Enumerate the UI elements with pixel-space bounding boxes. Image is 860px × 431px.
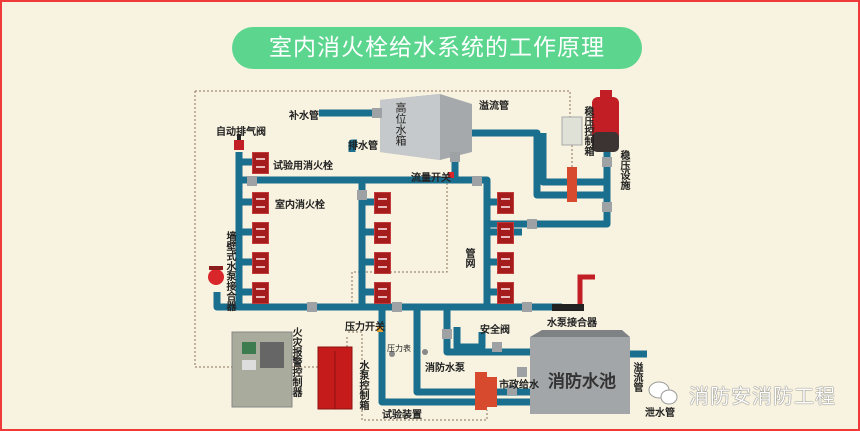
pump-adapter <box>552 274 595 311</box>
diagram-title: 室内消火栓给水系统的工作原理 <box>232 27 642 69</box>
label-test-hydrant: 试验用消火栓 <box>273 161 333 172</box>
fire-hydrant <box>497 222 514 244</box>
fire-hydrant <box>252 252 269 274</box>
fire-hydrant <box>252 222 269 244</box>
fire-hydrant <box>497 282 514 304</box>
label-indoor-hydrant: 室内消火栓 <box>275 200 325 211</box>
label-fire-pool: 消防水池 <box>548 372 616 392</box>
label-makeup-pipe: 补水管 <box>289 111 319 122</box>
fire-alarm-controller <box>231 331 293 408</box>
watermark: 消防安消防工程 <box>689 384 836 408</box>
pressure-switch-icon <box>377 327 383 332</box>
label-pipe-network: 管网 <box>463 248 474 268</box>
pressure-gauge-icon <box>422 349 428 355</box>
label-municipal-supply: 市政给水 <box>499 380 539 391</box>
valves <box>247 108 612 395</box>
fire-pumps <box>475 372 497 410</box>
label-overflow-pipe-top: 溢流管 <box>479 101 509 112</box>
stabilizer-pump <box>567 167 577 202</box>
fire-hydrant <box>374 192 391 214</box>
stabilizer-control-box <box>561 116 583 146</box>
label-overflow-pipe-pool: 溢流管 <box>631 362 642 392</box>
label-high-tank: 高位水箱 <box>394 102 407 146</box>
label-fire-pump: 消防水泵 <box>425 363 465 374</box>
fire-hydrant <box>374 282 391 304</box>
label-drain-pipe: 排水管 <box>348 141 378 152</box>
fire-pool <box>530 330 630 414</box>
label-stabilizer: 稳压设施 <box>618 150 629 190</box>
high-tank <box>380 94 472 160</box>
fire-hydrant <box>252 192 269 214</box>
fire-hydrant <box>497 252 514 274</box>
label-fire-alarm-controller: 火灾报警控制器 <box>290 327 301 397</box>
pressure-gauge-icon <box>389 351 395 357</box>
label-flow-switch: 流量开关 <box>411 173 451 184</box>
fire-hydrant <box>497 192 514 214</box>
test-fire-hydrant <box>252 152 269 174</box>
signal-lines <box>194 90 573 421</box>
label-drain-pipe-pool: 泄水管 <box>645 408 675 419</box>
label-auto-vent-valve: 自动排气阀 <box>216 127 266 138</box>
fire-hydrant <box>252 282 269 304</box>
label-pressure-gauge: 压力表 <box>387 344 411 353</box>
wall-pump-adapter <box>208 266 224 285</box>
label-stabilizer-control-box: 稳压控制箱 <box>582 106 593 156</box>
auto-vent-valve <box>234 134 244 150</box>
label-test-device: 试验装置 <box>382 410 422 421</box>
label-safety-valve: 安全阀 <box>480 325 510 336</box>
stabilizer-tank <box>592 90 619 152</box>
fire-hydrant <box>374 252 391 274</box>
label-pump-adapter: 水泵接合器 <box>547 318 597 329</box>
flow-switch-icon <box>448 172 454 178</box>
label-pump-control-box: 水泵控制箱 <box>357 360 368 410</box>
label-pressure-switch: 压力开关 <box>345 322 385 333</box>
label-wall-pump-adapter: 墙壁式水泵接合器 <box>224 231 235 311</box>
wechat-icon <box>648 381 678 405</box>
fire-hydrant <box>374 222 391 244</box>
pump-control-box <box>317 346 353 410</box>
